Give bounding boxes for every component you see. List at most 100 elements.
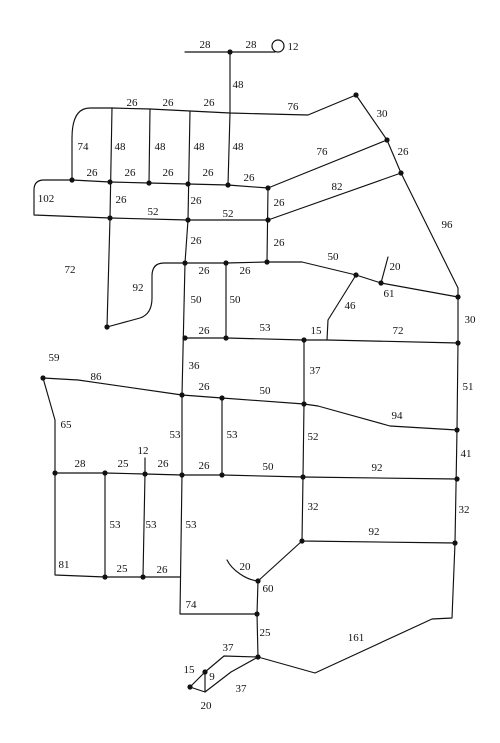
pipe-length-label: 26 — [125, 167, 137, 179]
pipe-segment — [106, 261, 459, 328]
pipe-length-label: 26 — [244, 172, 256, 184]
pipe-length-label: 48 — [115, 141, 127, 153]
pipe-length-label: 26 — [199, 325, 211, 337]
pipe-length-label: 26 — [199, 265, 211, 277]
pipe-length-label: 26 — [203, 167, 215, 179]
junction-node — [452, 540, 458, 546]
junction-node — [264, 259, 270, 265]
pipe-segment — [257, 287, 459, 674]
junction-node — [255, 654, 261, 660]
pipe-length-label: 81 — [59, 559, 70, 571]
pipe-length-label: 26 — [87, 167, 99, 179]
pipe-length-label: 92 — [369, 526, 380, 538]
pipe-length-label: 32 — [459, 504, 470, 516]
pipe-segment — [267, 172, 402, 221]
junction-node — [185, 217, 191, 223]
pipe-length-label: 28 — [75, 458, 87, 470]
pipe-length-label: 53 — [260, 322, 272, 334]
junction-node — [179, 392, 185, 398]
pipe-length-label: 37 — [236, 683, 248, 695]
pipe-segment — [380, 256, 389, 284]
pipe-length-label: 15 — [311, 325, 323, 337]
pipe-segment — [355, 94, 459, 289]
junction-node — [454, 427, 460, 433]
pipe-length-label: 26 — [163, 97, 175, 109]
pipe-length-label: 72 — [65, 264, 76, 276]
pipe-length-label: 86 — [91, 371, 103, 383]
pipe-length-label: 26 — [274, 197, 286, 209]
junction-node — [142, 471, 148, 477]
pipe-length-label: 26 — [191, 195, 203, 207]
pipe-segment — [227, 112, 231, 186]
pipe-length-label: 15 — [184, 664, 196, 676]
pipe-length-label: 26 — [398, 146, 410, 158]
pipe-length-label: 30 — [377, 108, 389, 120]
junction-node — [202, 669, 208, 675]
junction-node — [40, 375, 46, 381]
pipe-length-label: 48 — [194, 141, 206, 153]
junction-node — [102, 574, 108, 580]
junction-node — [299, 538, 305, 544]
pipe-length-label: 94 — [392, 410, 404, 422]
pipe-length-label: 53 — [186, 519, 198, 531]
junction-node — [182, 260, 188, 266]
pipe-length-label: 46 — [345, 300, 357, 312]
pipe-segment — [148, 108, 151, 184]
pipe-length-label: 20 — [240, 561, 252, 573]
pipe-segment — [142, 473, 146, 578]
pipe-length-label: 72 — [393, 325, 404, 337]
pipe-length-label: 25 — [260, 627, 272, 639]
junction-node — [146, 180, 152, 186]
pipe-length-label: 52 — [148, 206, 159, 218]
pipe-length-label: 30 — [465, 314, 477, 326]
junction-node — [69, 177, 75, 183]
pipe-length-label: 26 — [274, 237, 286, 249]
junction-node — [102, 470, 108, 476]
junction-node — [219, 472, 225, 478]
pipe-segment — [226, 559, 259, 582]
pipe-length-label: 50 — [260, 385, 272, 397]
pipe-length-label: 52 — [223, 208, 234, 220]
pipe-length-label: 50 — [328, 251, 340, 263]
pipe-length-label: 50 — [191, 294, 203, 306]
pipe-length-label: 9 — [209, 671, 215, 683]
pipe-length-label: 25 — [118, 458, 130, 470]
pipe-length-label: 74 — [78, 141, 90, 153]
pipe-segment — [302, 403, 305, 478]
pipe-length-label: 96 — [442, 219, 454, 231]
pipe-length-label: 20 — [390, 261, 402, 273]
junction-node — [227, 49, 233, 55]
pipe-segment — [54, 472, 458, 480]
junction-node — [223, 335, 229, 341]
junction-nodes — [40, 49, 461, 690]
pipe-length-label: 26 — [158, 458, 170, 470]
junction-node — [219, 395, 225, 401]
pipe-length-label: 161 — [348, 632, 365, 644]
junction-node — [384, 137, 390, 143]
junction-node — [300, 474, 306, 480]
junction-node — [378, 280, 384, 286]
pipe-length-label: 26 — [116, 194, 128, 206]
pipe-length-label: 65 — [61, 419, 73, 431]
pipe-length-label: 51 — [463, 381, 474, 393]
pipe-length-label: 53 — [227, 429, 239, 441]
pipe-length-label: 36 — [189, 360, 201, 372]
junction-node — [223, 260, 229, 266]
pipe-length-label: 48 — [155, 141, 167, 153]
pipe-segment — [33, 179, 269, 221]
pipe-length-label: 20 — [201, 700, 213, 712]
pipe-length-label: 50 — [263, 461, 275, 473]
junction-node — [353, 92, 359, 98]
junction-node — [254, 611, 260, 617]
pipe-length-label: 37 — [310, 365, 322, 377]
junction-node — [52, 470, 58, 476]
pipe-segment — [267, 139, 388, 189]
pipe-length-label: 26 — [163, 167, 175, 179]
pipe-length-label: 82 — [332, 181, 343, 193]
pipe-length-label: 48 — [233, 141, 245, 153]
pipe-length-label: 92 — [133, 282, 144, 294]
pipe-length-label: 26 — [204, 97, 216, 109]
junction-node — [185, 181, 191, 187]
pipe-length-label: 12 — [138, 445, 149, 457]
junction-node — [353, 272, 359, 278]
